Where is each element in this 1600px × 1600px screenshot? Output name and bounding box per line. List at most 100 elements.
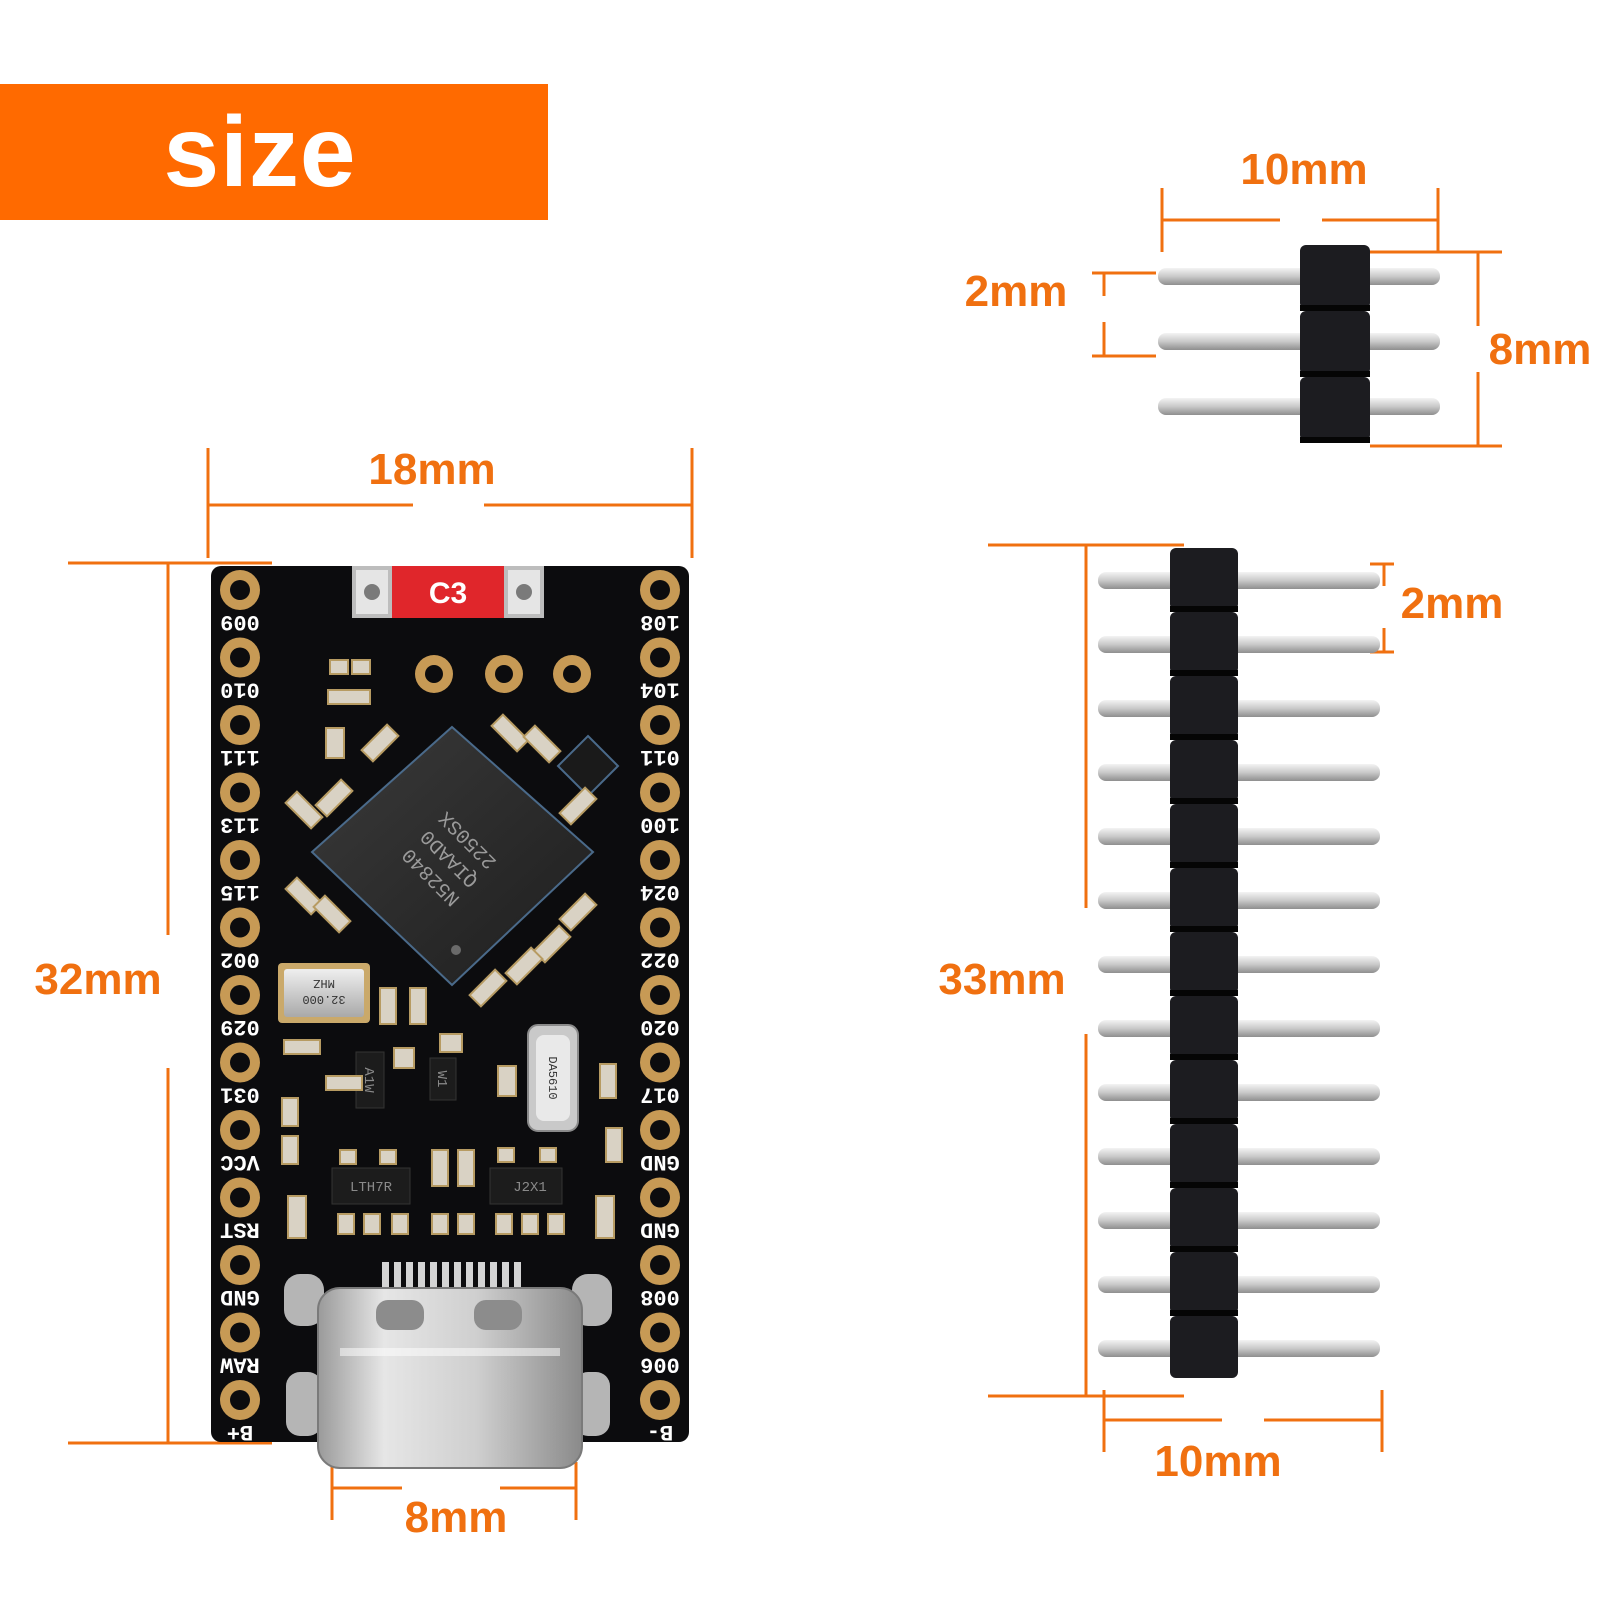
button-label: C3 [429,577,467,610]
usb-c-port-icon [284,1262,612,1469]
short-header-pitch-label: 2mm [965,267,1068,316]
usb-contact [406,1262,413,1294]
usb-contact [502,1262,509,1294]
block-seam [1170,734,1238,740]
left-pin-label: GND [220,1284,260,1309]
usb-contact [466,1262,473,1294]
header-pin [1098,1276,1380,1293]
pin-pad [220,705,260,745]
long-pin-header [1098,548,1380,1378]
block-seam [1170,670,1238,676]
pin-pad [220,1177,260,1218]
mcu-chip-icon: N52840 QIAAD0 2250SX [310,725,595,987]
header-pin [1098,892,1380,909]
right-pin-label: 104 [640,677,680,702]
left-pin-row [220,570,260,1420]
long-header-length-label: 10mm [1154,1437,1281,1486]
right-pin-label: 006 [640,1352,680,1377]
right-pin-label: 108 [640,609,680,634]
block-seam [1170,1118,1238,1124]
usb-contact [490,1262,497,1294]
pin-pad [220,1312,260,1353]
ic-label-4: W1 [433,1071,449,1088]
header-pin [1158,333,1440,350]
pin-pad [640,1245,680,1285]
block-seam [1170,798,1238,804]
block-seam [1170,606,1238,612]
usb-contact [442,1262,449,1294]
short-header-length-label: 10mm [1240,145,1367,194]
long-header-height-label: 33mm [938,955,1065,1004]
usb-contact [514,1262,521,1294]
pcb [211,566,689,1442]
pin-pad [220,637,260,678]
header-block [1170,740,1238,802]
header-block [1170,1124,1238,1186]
right-pin-row [640,570,680,1420]
crystal-icon: 32.000 MHZ [278,963,370,1023]
block-seam [1170,1054,1238,1060]
left-pin-label: VCC [220,1149,260,1174]
ic-label-2: J2X1 [513,1180,547,1196]
long-header-pitch-label: 2mm [1401,579,1504,628]
pin-pad [220,570,260,610]
size-banner: size [0,84,548,220]
header-pin [1098,764,1380,781]
header-pin [1158,398,1440,415]
short-pin-header [1158,245,1440,443]
usb-width-label: 8mm [405,1493,508,1542]
header-pin [1098,1020,1380,1037]
banner-title: size [163,96,357,208]
pin-pad [640,637,680,678]
oscillator-icon: DA5610 [527,1024,579,1132]
header-pin [1158,268,1440,285]
usb-contact [382,1262,389,1294]
right-pin-label: 011 [640,744,680,769]
pin-pad [220,1110,260,1150]
header-pin [1098,956,1380,973]
board-width-label: 18mm [368,445,495,494]
right-pin-label: 024 [640,879,680,904]
short-header-housing [1300,245,1370,443]
left-pin-label: 115 [220,879,260,904]
usb-contact [430,1262,437,1294]
header-block [1170,612,1238,674]
right-pin-label: 100 [640,812,680,837]
right-pin-label: 017 [640,1082,680,1107]
pin-pad [220,1245,260,1285]
right-pin-label: GND [640,1217,680,1242]
pin-pad [640,1110,680,1150]
left-pin-label: RAW [219,1352,259,1377]
pin-pad [640,1312,680,1353]
pin-pad [640,705,680,745]
pin-pad [220,772,260,813]
pin-pad [220,840,260,880]
pin-pad [640,1042,680,1083]
left-pin-label: 010 [220,677,260,702]
right-pin-label: 020 [640,1014,680,1039]
dimension-lines [68,188,1502,1520]
long-header-housing [1170,548,1238,1378]
mosfet-ic: A1W [355,1051,385,1109]
board-length-label: 32mm [34,955,161,1004]
header-block [1170,932,1238,994]
pin-pad [220,975,260,1015]
left-pin-label: 111 [220,744,260,769]
pin-pad [640,1380,680,1420]
short-header-height-label: 8mm [1489,325,1592,374]
header-block [1170,868,1238,930]
diode-ic: W1 [429,1057,457,1101]
block-seam [1300,437,1370,443]
header-pin [1098,828,1380,845]
right-pin-label: GND [640,1149,680,1174]
reset-button-icon: C3 [352,566,544,618]
crystal-line-1: 32.000 [302,992,345,1006]
short-header-pins [1158,268,1440,415]
pin-pad [640,1177,680,1218]
charger-ic: J2X1 [489,1167,563,1205]
long-header-pins [1098,572,1380,1357]
left-pin-label: 029 [220,1014,260,1039]
